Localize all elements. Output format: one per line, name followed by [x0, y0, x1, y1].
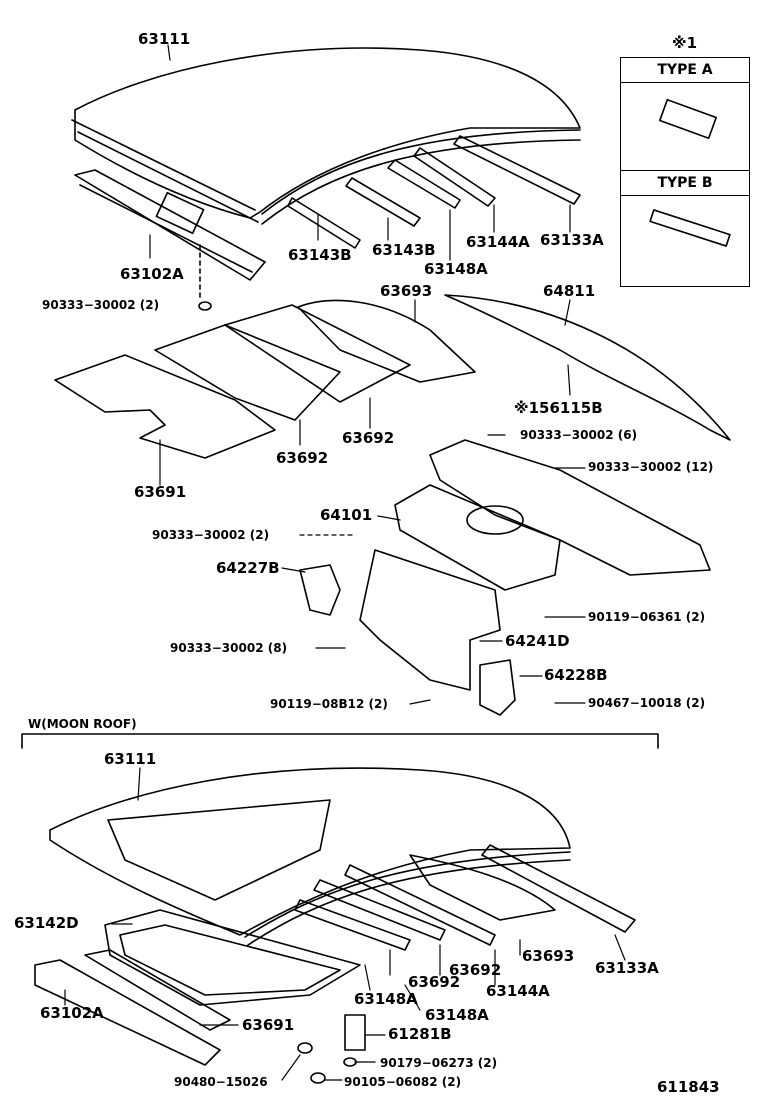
diagram-id: 611843 — [657, 1078, 720, 1096]
label-90467-10018: 90467−10018 (2) — [588, 696, 706, 710]
label-63693-bottom: 63693 — [522, 947, 575, 965]
roof-panel-top — [71, 47, 581, 225]
label-63144a-top: 63144A — [466, 233, 530, 251]
label-63143b-2: 63143B — [372, 241, 436, 259]
label-63133a-top: 63133A — [540, 231, 604, 249]
label-90333-2b: 90333−30002 (2) — [152, 528, 270, 542]
leader-lines — [64, 44, 626, 1081]
type-a-label: TYPE A — [621, 58, 749, 83]
label-64811: 64811 — [543, 282, 596, 300]
label-90179-06273: 90179−06273 (2) — [380, 1056, 498, 1070]
label-90105-06082: 90105−06082 (2) — [344, 1075, 462, 1089]
front-header-bottom — [34, 949, 231, 1066]
label-64101: 64101 — [320, 506, 373, 524]
moon-roof-bracket — [21, 733, 659, 749]
label-63144a-bottom: 63144A — [486, 982, 550, 1000]
label-63148a-top: 63148A — [424, 260, 488, 278]
label-90333-2a: 90333−30002 (2) — [42, 298, 160, 312]
label-63148a-bottom-2: 63148A — [425, 1006, 489, 1024]
label-63692-a: 63692 — [342, 429, 395, 447]
label-90119-06361: 90119−06361 (2) — [588, 610, 706, 624]
type-legend-box: TYPE A TYPE B — [620, 57, 750, 287]
label-63133a-bottom: 63133A — [595, 959, 659, 977]
label-90333-12: 90333−30002 (12) — [588, 460, 714, 474]
label-63111-bottom: 63111 — [104, 750, 157, 768]
label-63102a-bottom: 63102A — [40, 1004, 104, 1022]
rear-package-tray — [299, 439, 711, 716]
label-90333-8: 90333−30002 (8) — [170, 641, 288, 655]
label-90119-08b12: 90119−08B12 (2) — [270, 697, 388, 711]
label-63691-top: 63691 — [134, 483, 187, 501]
label-90480-15026: 90480−15026 — [174, 1075, 268, 1089]
label-63692-bottom-1: 63692 — [408, 973, 461, 991]
sunroof-housing — [104, 909, 361, 1006]
bracket-61281b — [297, 1014, 366, 1084]
back-glass — [444, 294, 731, 441]
label-64228b: 64228B — [544, 666, 608, 684]
roof-bows-top — [287, 135, 581, 249]
insulator-pads — [54, 299, 476, 459]
moon-roof-section-label: W(MOON ROOF) — [28, 717, 137, 731]
label-63692-bottom-2: 63692 — [449, 961, 502, 979]
label-156115b: ※156115B — [514, 399, 603, 417]
label-90333-6: 90333−30002 (6) — [520, 428, 638, 442]
legend-mark: ※1 — [672, 34, 698, 52]
label-63148a-bottom-1: 63148A — [354, 990, 418, 1008]
type-b-label: TYPE B — [621, 171, 749, 196]
label-63111-top: 63111 — [138, 30, 191, 48]
label-63102a-top: 63102A — [120, 265, 184, 283]
legend-divider — [621, 170, 749, 171]
label-64241d: 64241D — [505, 632, 570, 650]
label-63692-b: 63692 — [276, 449, 329, 467]
label-63693-top: 63693 — [380, 282, 433, 300]
label-64227b: 64227B — [216, 559, 280, 577]
label-63143b-1: 63143B — [288, 246, 352, 264]
front-header-top — [74, 169, 266, 311]
label-61281b: 61281B — [388, 1025, 452, 1043]
label-63142d: 63142D — [14, 914, 79, 932]
label-63691-bottom: 63691 — [242, 1016, 295, 1034]
moon-roof-bows — [294, 844, 636, 951]
legend-illustrations — [649, 98, 731, 247]
